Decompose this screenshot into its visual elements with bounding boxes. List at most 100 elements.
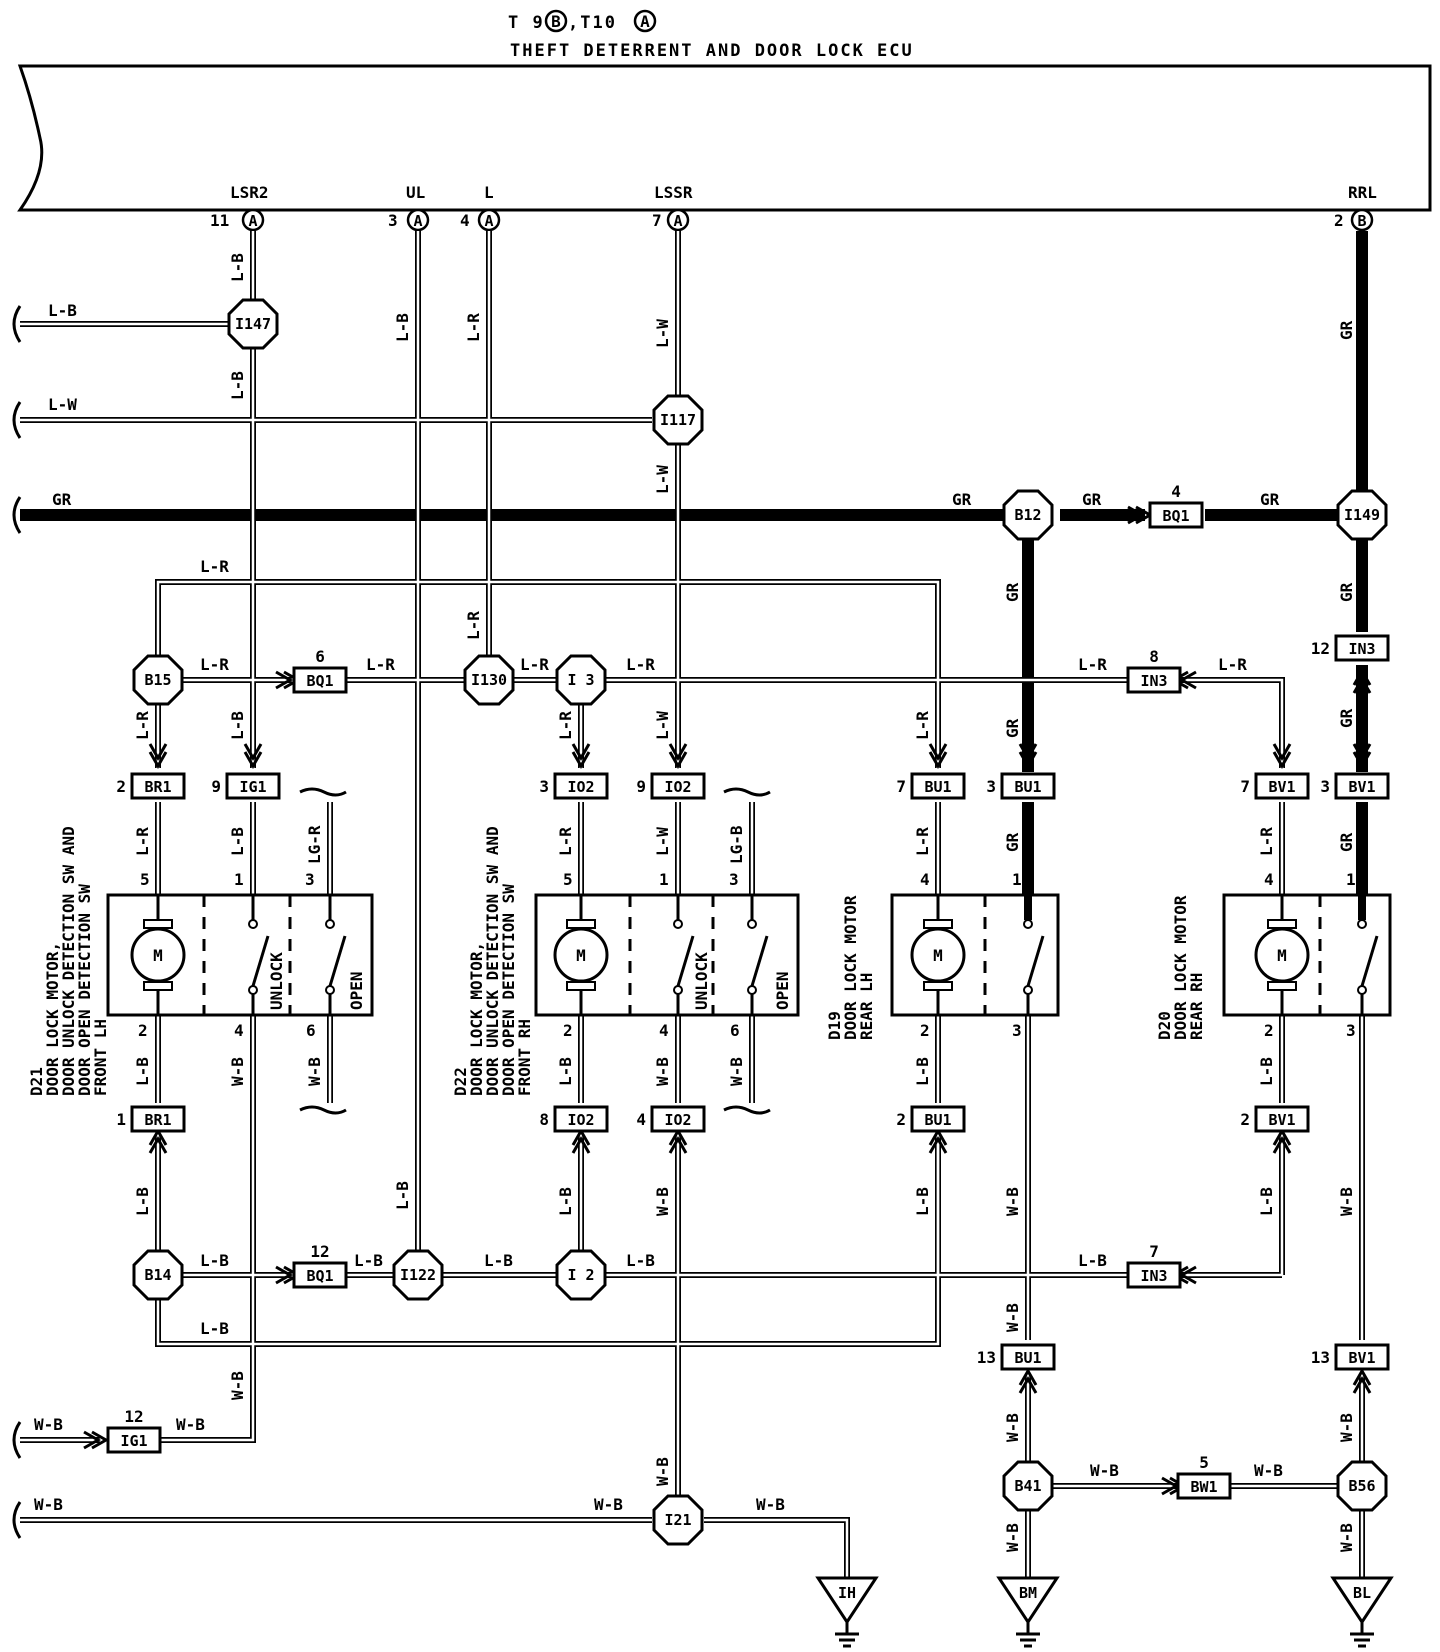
connector-br1-2: BR1 2 — [116, 772, 186, 800]
motor-icon: M — [553, 919, 609, 991]
ground-bm: BM — [996, 1576, 1060, 1648]
wire-label: L-B — [1257, 1057, 1276, 1086]
pin-2: 2 — [138, 1021, 148, 1040]
splice-id: I147 — [235, 315, 271, 333]
ground-label: BM — [1019, 1584, 1037, 1602]
connector-id: IO2 — [664, 778, 691, 796]
splice-id: I149 — [1344, 506, 1380, 524]
connector-pin: 12 — [124, 1407, 143, 1426]
svg-text:DOOR LOCK MOTOR,: DOOR LOCK MOTOR, — [467, 942, 486, 1096]
wire-label: L-R — [1078, 655, 1107, 674]
connector-bq1-6: BQ1 6 — [292, 647, 348, 694]
pin-name: UL — [406, 183, 425, 202]
connector-id: BU1 — [1014, 778, 1041, 796]
wire-label: W-B — [1003, 1413, 1022, 1442]
pin-2: 2 — [563, 1021, 573, 1040]
wire-label: W-B — [594, 1495, 623, 1514]
connector-id: BU1 — [924, 778, 951, 796]
component-d20: M 4 1 2 3 D20 DOOR LOCK MOTOR REAR RH — [1155, 870, 1392, 1040]
connector-pin: 2 — [116, 777, 126, 796]
connector-id: BV1 — [1268, 1111, 1295, 1129]
pin-4: 4 — [659, 1021, 669, 1040]
connector-id: BW1 — [1190, 1478, 1217, 1496]
connector-pin: 3 — [539, 777, 549, 796]
svg-text:FRONT RH: FRONT RH — [515, 1019, 534, 1096]
wire-label: W-B — [1337, 1523, 1356, 1552]
connector-pin: 4 — [636, 1110, 646, 1129]
wire-color-labels: L-B L-B L-R L-W GR L-B L-B L-W L-W GR GR… — [34, 253, 1356, 1552]
connector-io2-3: IO2 3 — [539, 772, 609, 800]
component-caption: D20 DOOR LOCK MOTOR REAR RH — [1155, 895, 1206, 1040]
ecu-pin-lsr2: LSR2 11 A — [210, 183, 269, 232]
pin-conn: A — [673, 212, 682, 230]
splice-b56: B56 — [1336, 1460, 1388, 1512]
connector-bq1-4: BQ1 4 — [1148, 482, 1204, 529]
wire-label: W-B — [305, 1057, 324, 1086]
connector-prefix: T 9 — [508, 13, 545, 33]
ground-bl: BL — [1330, 1576, 1394, 1648]
splice-id: B12 — [1014, 506, 1041, 524]
ground-ih: IH — [815, 1576, 879, 1648]
wire-label: GR — [1082, 490, 1102, 509]
wire-label: L-R — [200, 557, 229, 576]
connector-bv1-13: BV1 13 — [1311, 1343, 1390, 1371]
switch-icon — [1357, 895, 1379, 1015]
wire-label: GR — [52, 490, 72, 509]
arrows — [83, 505, 1372, 1496]
motor-icon: M — [130, 919, 186, 991]
wire-label: L-B — [48, 301, 77, 320]
wire-label: GR — [1337, 832, 1356, 852]
motor-label: M — [153, 946, 163, 965]
wire-label: L-B — [1078, 1251, 1107, 1270]
connector-id: BQ1 — [1162, 507, 1189, 525]
connector-pin: 12 — [310, 1242, 329, 1261]
connector-b-mark: B — [551, 12, 561, 31]
pin-3: 3 — [729, 870, 739, 889]
wire-label: W-B — [1003, 1303, 1022, 1332]
connector-id: IO2 — [567, 778, 594, 796]
wire-label: W-B — [727, 1057, 746, 1086]
splice-id: B15 — [144, 671, 171, 689]
unlock-label: UNLOCK — [267, 952, 286, 1010]
wire-label: W-B — [1003, 1523, 1022, 1552]
connector-id: BU1 — [1014, 1349, 1041, 1367]
wire-label: L-W — [653, 465, 672, 494]
wire-label: L-B — [228, 253, 247, 282]
motor-label: M — [933, 946, 943, 965]
wire-label: L-R — [556, 827, 575, 856]
connector-bu1-7: BU1 7 — [896, 772, 966, 800]
connector-in3-8: IN3 8 — [1126, 647, 1182, 694]
pin-3: 3 — [1012, 1021, 1022, 1040]
open-label: OPEN — [347, 971, 366, 1010]
wire-label: L-B — [133, 1187, 152, 1216]
pin-number: 11 — [210, 211, 229, 230]
open-label: OPEN — [773, 971, 792, 1010]
wire-label: W-B — [653, 1187, 672, 1216]
wire-label: L-B — [228, 711, 247, 740]
connector-boxes: BQ1 4 BQ1 6 BQ1 12 IN3 12 IN3 8 — [106, 482, 1390, 1500]
wire-label: GR — [1003, 832, 1022, 852]
wire-label: L-B — [626, 1251, 655, 1270]
connector-id: BQ1 — [306, 672, 333, 690]
wire-label: L-R — [520, 655, 549, 674]
pin-3: 3 — [305, 870, 315, 889]
svg-text:FRONT LH: FRONT LH — [91, 1019, 110, 1096]
wire-label: L-R — [464, 611, 483, 640]
pin-6: 6 — [730, 1021, 740, 1040]
splice-i21: I21 — [652, 1494, 704, 1546]
component-d21: M UNLOCK OPEN 5 1 3 2 4 6 D21 DOOR LOCK … — [27, 826, 374, 1096]
unlock-switch-icon — [673, 895, 695, 1015]
wire-label: L-W — [653, 711, 672, 740]
connector-id: BV1 — [1268, 778, 1295, 796]
wire-label: L-B — [393, 313, 412, 342]
wire-label: L-B — [200, 1251, 229, 1270]
connector-bv1-3: BV1 3 — [1320, 772, 1390, 800]
connector-pin: 7 — [896, 777, 906, 796]
wire-label: L-R — [1257, 827, 1276, 856]
wire-label: L-R — [913, 711, 932, 740]
open-switch-icon — [747, 895, 769, 1015]
connector-id: IO2 — [664, 1111, 691, 1129]
wire-label: L-R — [626, 655, 655, 674]
wire-label: W-B — [653, 1057, 672, 1086]
